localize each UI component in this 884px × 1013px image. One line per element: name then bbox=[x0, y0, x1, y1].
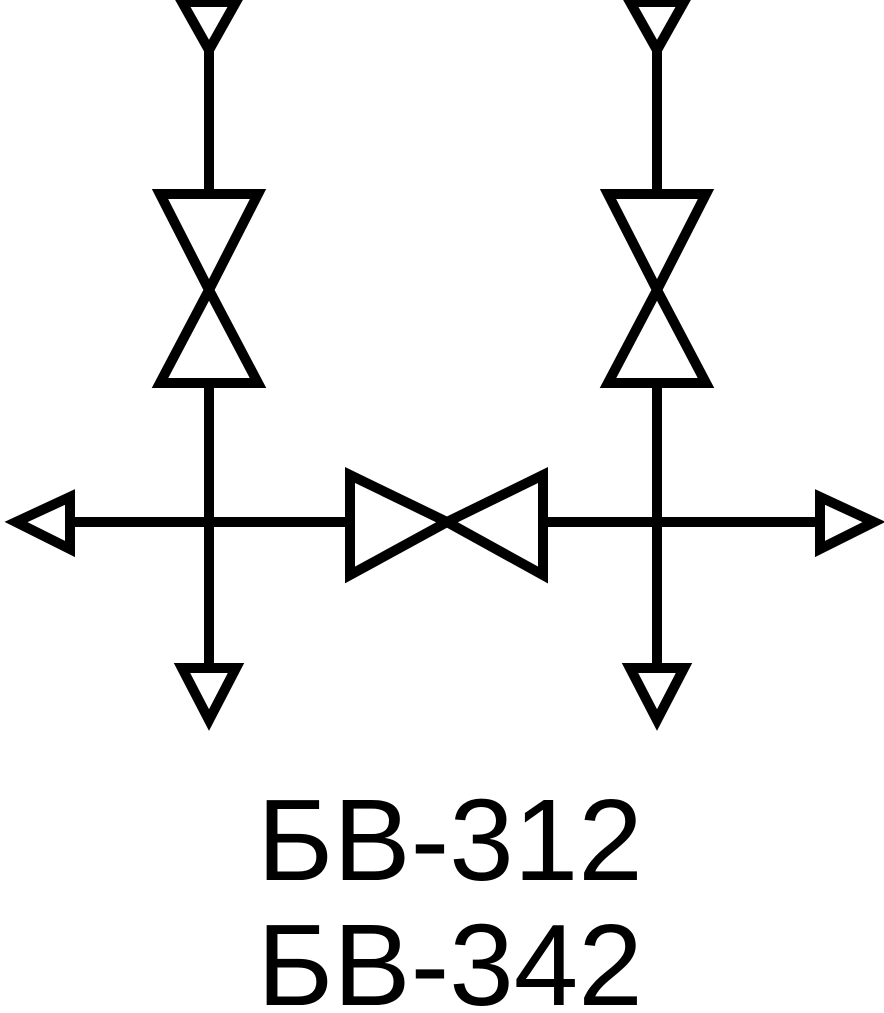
left-outlet-arrow-icon bbox=[4, 489, 75, 558]
right-bottom-outlet-arrow-icon bbox=[621, 663, 693, 731]
equalizing-valve-left-triangle-icon bbox=[345, 467, 458, 584]
right-branch bbox=[599, 0, 715, 731]
left-valve-lower-triangle-icon bbox=[151, 279, 267, 388]
right-outlet-arrow-icon bbox=[815, 489, 884, 558]
left-bottom-outlet-arrow-icon bbox=[173, 663, 245, 731]
model-label-2: БВ-342 bbox=[257, 900, 643, 1013]
left-valve-upper-triangle-icon bbox=[151, 189, 267, 301]
horizontal-branch bbox=[4, 466, 884, 584]
right-valve-lower-triangle-icon bbox=[599, 279, 715, 388]
right-top-inlet-arrow-icon bbox=[623, 0, 691, 61]
left-top-inlet-arrow-icon bbox=[175, 0, 243, 61]
equalizing-valve-right-triangle-icon bbox=[436, 466, 548, 584]
left-branch bbox=[151, 0, 267, 731]
model-label-1: БВ-312 bbox=[257, 775, 643, 905]
right-valve-upper-triangle-icon bbox=[599, 189, 715, 301]
